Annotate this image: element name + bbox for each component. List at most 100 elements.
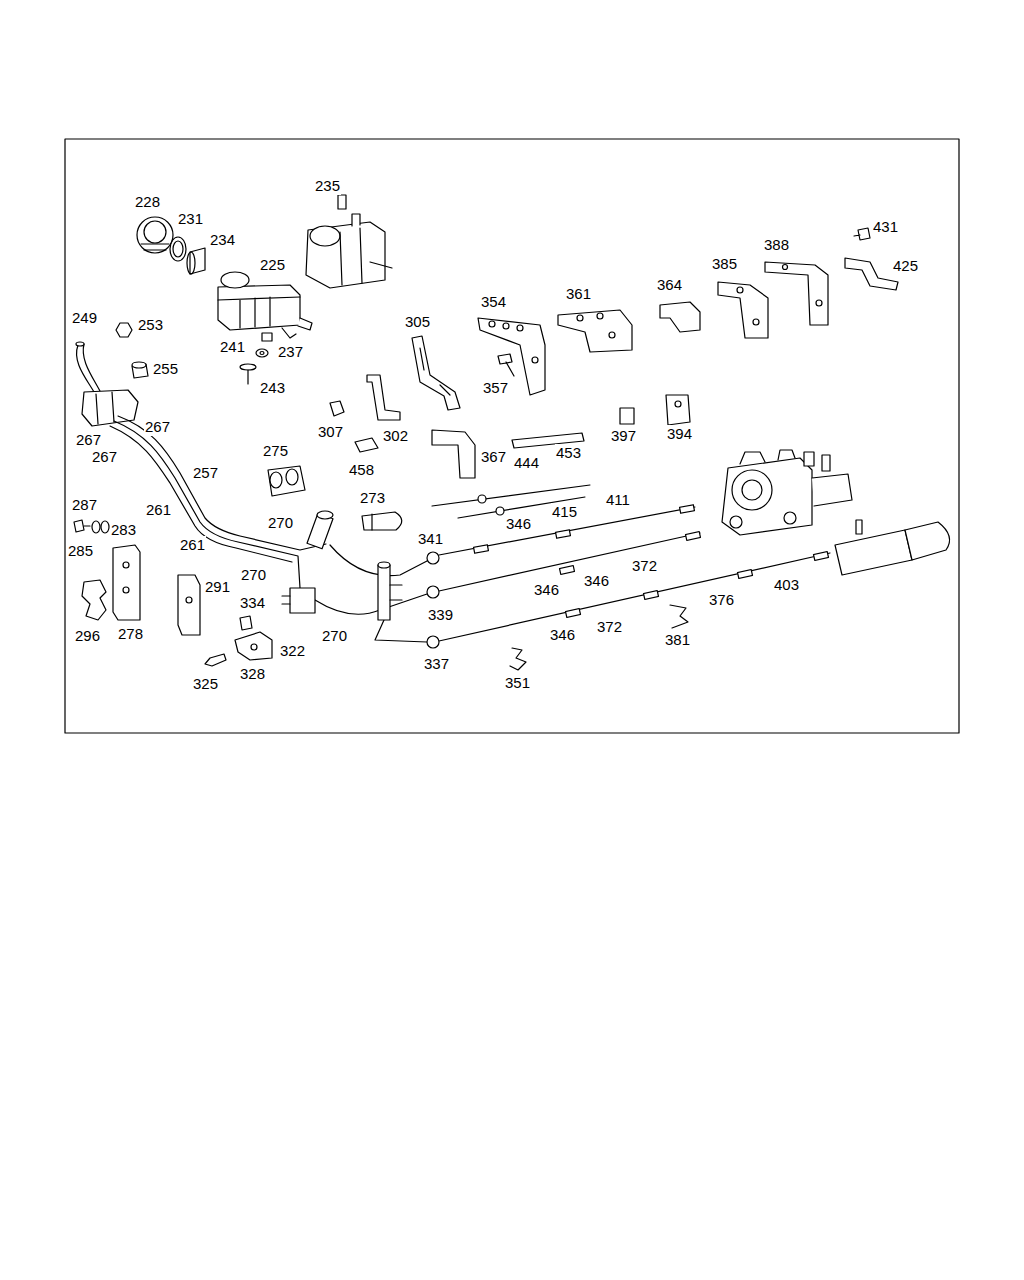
callout-number: 354 xyxy=(480,293,507,311)
brake-valve xyxy=(730,516,742,528)
callout-number: 411 xyxy=(605,491,631,509)
callout-number: 328 xyxy=(239,665,266,683)
brackets xyxy=(660,302,700,332)
callout-number: 267 xyxy=(75,431,102,449)
callout-number: 273 xyxy=(359,489,386,507)
brackets xyxy=(532,357,538,363)
filler-cap xyxy=(141,244,169,250)
callout-number: 325 xyxy=(192,675,219,693)
brake-lines xyxy=(375,620,427,642)
reservoir-upper xyxy=(310,226,340,246)
fasteners-left xyxy=(205,654,226,666)
brackets xyxy=(489,321,495,327)
brackets xyxy=(845,258,898,290)
brackets xyxy=(620,408,634,424)
callout-number: 302 xyxy=(382,427,409,445)
brake-valve xyxy=(742,480,762,500)
brackets xyxy=(854,228,870,240)
cap xyxy=(132,362,146,368)
callout-number: 234 xyxy=(209,231,236,249)
brackets xyxy=(765,262,828,325)
brackets xyxy=(577,315,583,321)
callout-number: 237 xyxy=(277,343,304,361)
callout-number: 415 xyxy=(551,503,578,521)
cables xyxy=(474,545,489,554)
cap xyxy=(132,362,148,378)
frame xyxy=(65,139,959,733)
clips xyxy=(510,648,526,670)
callout-number: 291 xyxy=(204,578,231,596)
cables xyxy=(556,530,571,539)
callout-number: 425 xyxy=(892,257,919,275)
reservoir xyxy=(218,297,300,328)
fasteners-left xyxy=(101,521,109,533)
callout-number: 334 xyxy=(239,594,266,612)
brake-cylinder xyxy=(905,522,950,560)
brackets xyxy=(783,265,788,270)
callout-number: 305 xyxy=(404,313,431,331)
callout-number: 261 xyxy=(145,501,172,519)
brackets xyxy=(753,319,759,325)
callout-number: 397 xyxy=(610,427,637,445)
brackets xyxy=(412,336,460,410)
reservoir-upper xyxy=(306,222,385,288)
fitting xyxy=(260,352,264,355)
callout-number: 261 xyxy=(179,536,206,554)
reservoir xyxy=(298,318,312,330)
brake-valve xyxy=(740,450,795,464)
brake-lines xyxy=(315,594,427,614)
brackets xyxy=(718,282,768,338)
cables xyxy=(686,532,701,541)
sealing-ring xyxy=(170,237,186,261)
callout-number: 339 xyxy=(427,606,454,624)
distributor xyxy=(378,562,390,568)
brake-cylinder xyxy=(856,520,862,534)
plug xyxy=(362,512,402,530)
filler-cap xyxy=(144,221,166,243)
cables xyxy=(738,570,753,579)
callout-number: 283 xyxy=(110,521,137,539)
callout-number: 346 xyxy=(549,626,576,644)
brake-valve xyxy=(812,474,852,506)
callout-number: 231 xyxy=(177,210,204,228)
fasteners-left xyxy=(178,575,200,635)
callout-number: 372 xyxy=(631,557,658,575)
fasteners-left xyxy=(123,587,129,593)
callout-number: 431 xyxy=(872,218,899,236)
filler-cap xyxy=(137,217,173,253)
reservoir xyxy=(218,285,300,330)
callout-number: 351 xyxy=(504,674,531,692)
fasteners-left xyxy=(123,562,129,568)
brake-lines xyxy=(110,426,292,562)
fasteners-left xyxy=(74,520,272,666)
rods xyxy=(478,495,486,503)
grommet xyxy=(268,466,305,496)
callout-number: 270 xyxy=(267,514,294,532)
distributor xyxy=(317,511,333,519)
fasteners-left xyxy=(74,520,84,532)
callout-number: 296 xyxy=(74,627,101,645)
fitting xyxy=(256,349,268,357)
fasteners-left xyxy=(186,597,192,603)
brackets xyxy=(816,300,822,306)
callout-number: 243 xyxy=(259,379,286,397)
fitting xyxy=(256,333,272,357)
sealing-ring xyxy=(170,237,186,261)
callout-number: 346 xyxy=(583,572,610,590)
callout-number: 381 xyxy=(664,631,691,649)
fitting xyxy=(262,333,272,341)
strainer xyxy=(187,248,205,274)
screw xyxy=(240,364,256,370)
brackets xyxy=(517,325,523,331)
brake-valve xyxy=(732,470,772,510)
callout-number: 285 xyxy=(67,542,94,560)
reservoir-lower xyxy=(96,392,114,424)
distributor xyxy=(378,565,390,620)
cables xyxy=(427,636,439,648)
brake-cylinder xyxy=(835,520,950,575)
callout-number: 388 xyxy=(763,236,790,254)
reservoir-upper xyxy=(352,214,360,226)
cables xyxy=(644,591,659,600)
rods xyxy=(496,507,504,515)
